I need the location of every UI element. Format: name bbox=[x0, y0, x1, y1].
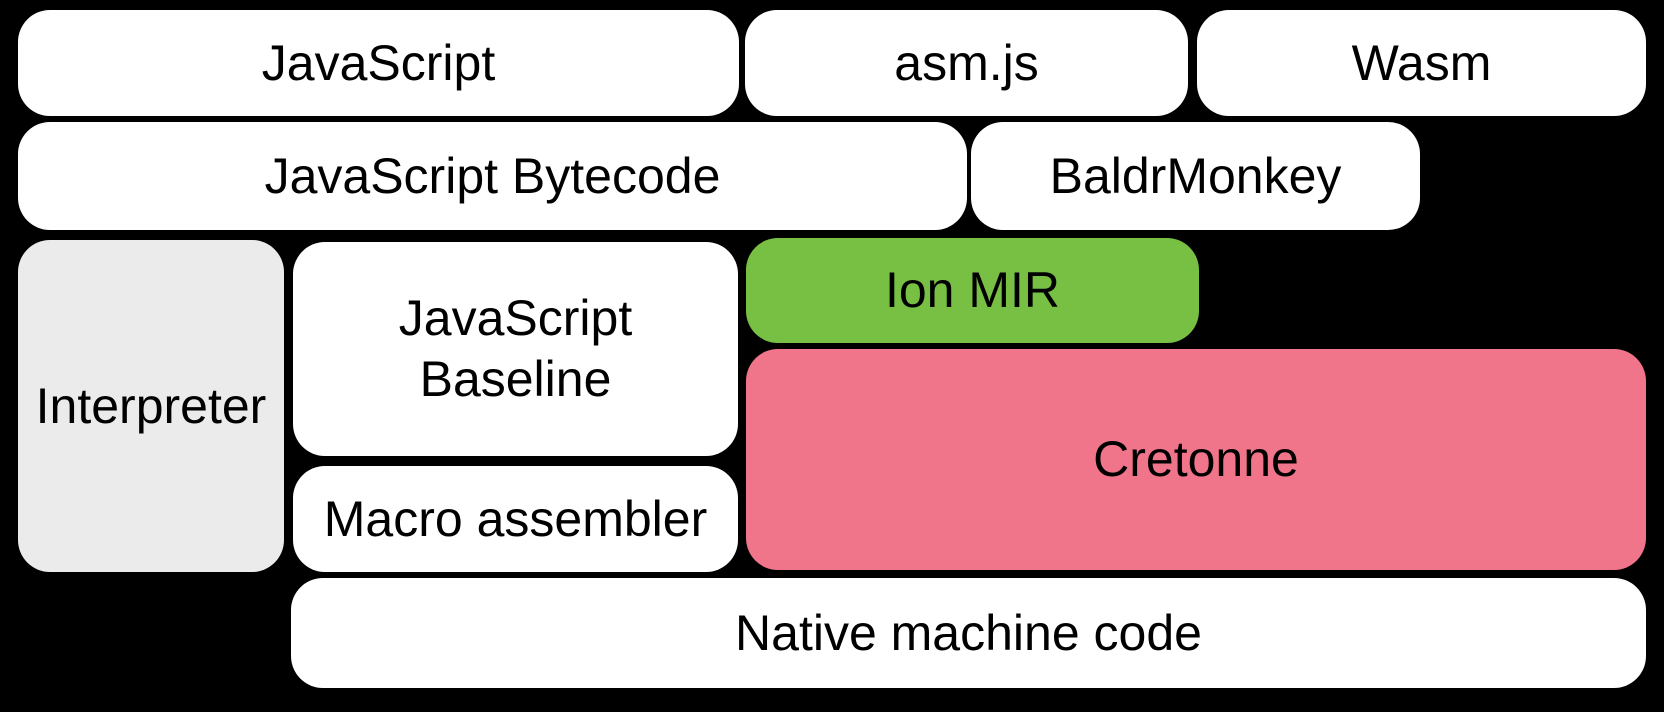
node-asmjs: asm.js bbox=[745, 10, 1188, 116]
node-wasm: Wasm bbox=[1197, 10, 1646, 116]
node-javascript: JavaScript bbox=[18, 10, 739, 116]
node-baldrmonkey: BaldrMonkey bbox=[971, 122, 1420, 230]
node-native-machine-code: Native machine code bbox=[291, 578, 1646, 688]
node-interpreter-label: Interpreter bbox=[35, 377, 267, 434]
node-baldrmonkey-label: BaldrMonkey bbox=[1049, 147, 1342, 204]
node-ion-mir-label: Ion MIR bbox=[884, 262, 1061, 318]
node-ion-mir: Ion MIR bbox=[746, 238, 1199, 343]
node-asmjs-label: asm.js bbox=[894, 34, 1039, 91]
node-javascript-label: JavaScript bbox=[261, 34, 496, 91]
node-native-machine-code-label: Native machine code bbox=[735, 604, 1202, 661]
node-macro-assembler-label: Macro assembler bbox=[323, 490, 708, 547]
node-cretonne-label: Cretonne bbox=[1093, 431, 1299, 487]
node-javascript-baseline: JavaScript Baseline bbox=[293, 242, 738, 456]
node-javascript-bytecode-label: JavaScript Bytecode bbox=[264, 147, 721, 204]
node-macro-assembler: Macro assembler bbox=[293, 466, 738, 572]
node-javascript-bytecode: JavaScript Bytecode bbox=[18, 122, 967, 230]
node-javascript-baseline-label: JavaScript Baseline bbox=[398, 290, 633, 407]
node-wasm-label: Wasm bbox=[1351, 34, 1492, 91]
node-cretonne: Cretonne bbox=[746, 349, 1646, 570]
node-interpreter: Interpreter bbox=[18, 240, 284, 572]
